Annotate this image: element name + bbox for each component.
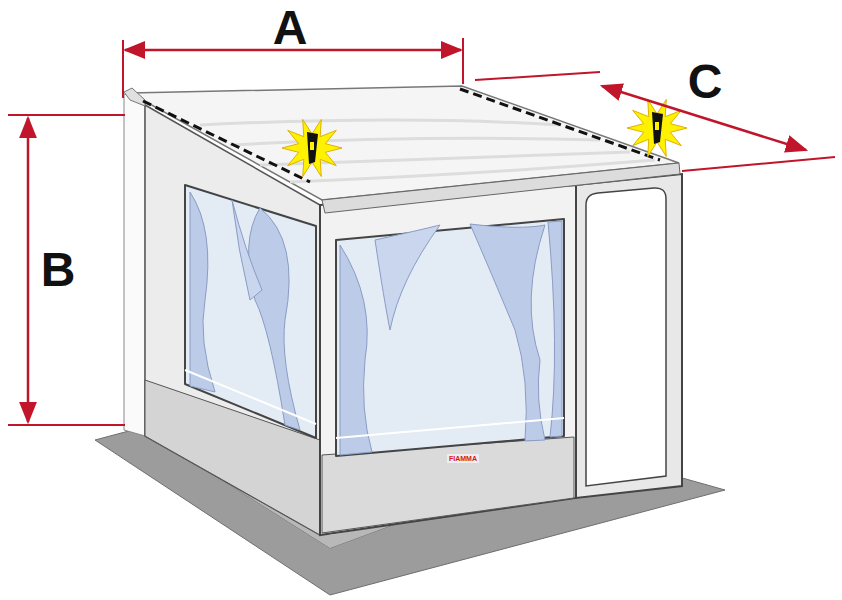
- extension-line: [462, 38, 464, 84]
- dimension-letter: A: [273, 4, 308, 52]
- curtain: [470, 224, 545, 441]
- front-rail: [322, 163, 680, 213]
- dimension-letter: C: [688, 58, 723, 106]
- rafter-line: [460, 89, 660, 160]
- rafter-line: [143, 101, 310, 182]
- clamp-slot: [310, 142, 314, 150]
- curtain: [249, 208, 300, 430]
- door: [586, 188, 666, 486]
- front-wall: [320, 185, 576, 535]
- door-panel: [576, 174, 682, 498]
- window-zip: [185, 370, 316, 424]
- curtain: [548, 221, 562, 437]
- extension-line: [122, 40, 124, 98]
- front-window: [336, 219, 564, 456]
- awning-case: [124, 88, 145, 106]
- extension-line: [8, 424, 125, 426]
- curtain: [375, 225, 440, 330]
- clamp-slot: [655, 122, 659, 130]
- clamp-symbol: [652, 112, 663, 144]
- star-burst: [627, 99, 687, 156]
- clamp-highlights: [282, 99, 687, 176]
- curtain: [340, 245, 372, 455]
- dimension-letter: B: [41, 246, 76, 294]
- curtain: [232, 200, 262, 300]
- curtain: [190, 192, 215, 392]
- star-burst: [282, 119, 342, 176]
- caravan-wall: [124, 94, 145, 436]
- dimension-line: [27, 118, 30, 422]
- brand-logo: FIAMMA: [447, 454, 479, 463]
- extension-line: [475, 72, 600, 80]
- window-zip: [336, 418, 564, 438]
- side-window: [185, 185, 316, 438]
- extension-line: [682, 157, 835, 171]
- extension-line: [8, 114, 125, 116]
- clamp-symbol: [307, 132, 318, 164]
